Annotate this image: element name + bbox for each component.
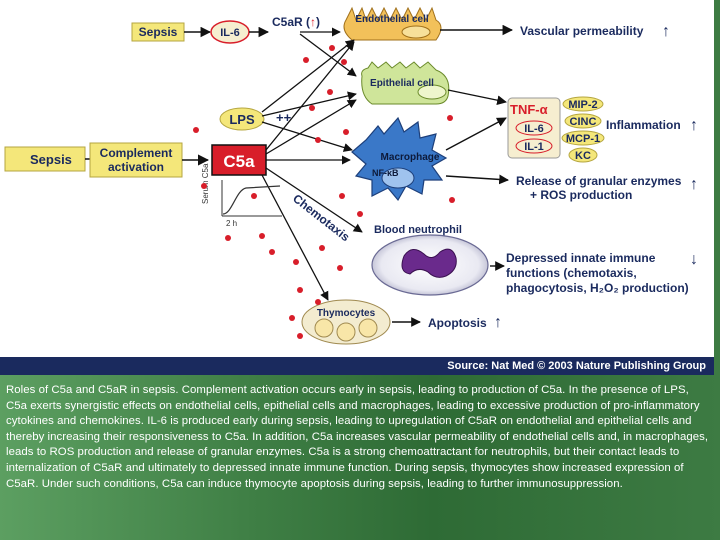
vascular-up-arrow: ↑ xyxy=(662,23,670,40)
il1-oval xyxy=(515,138,553,154)
macrophage-label: Macrophage xyxy=(381,152,440,163)
neutrophil-cell xyxy=(371,234,489,296)
thymocytes-cells: Thymocytes xyxy=(301,299,391,345)
macrophage-to-cytokines-arrow xyxy=(445,117,507,151)
sepsis-diagram: Sepsis IL-6 C5aR (↑) Endothelial cell Va… xyxy=(4,6,698,345)
tnf-label: TNF-α xyxy=(510,102,548,117)
release-line2: + ROS production xyxy=(530,188,632,202)
il6-mid-oval xyxy=(515,120,553,136)
depressed-line3: phagocytosis, H₂O₂ production) xyxy=(506,281,689,295)
c5a-molecules xyxy=(193,45,455,339)
il6-top-label: IL-6 xyxy=(220,27,240,39)
figure-panel: Sepsis IL-6 C5aR (↑) Endothelial cell Va… xyxy=(0,0,714,357)
cinc-oval xyxy=(564,113,602,129)
mcp1-oval xyxy=(561,130,605,146)
c5ar-to-epithelial-arrow xyxy=(299,33,357,77)
c5a-to-endothelial-arrow xyxy=(265,41,355,151)
kc-oval xyxy=(568,147,598,163)
inflammation-up-arrow: ↑ xyxy=(690,117,698,134)
plus-plus-label: ++ xyxy=(276,110,292,125)
complement-line2: activation xyxy=(108,160,164,174)
epithelial-cell-label: Epithelial cell xyxy=(370,78,434,89)
thymocytes-label: Thymocytes xyxy=(317,308,376,319)
epithelial-cell: Epithelial cell xyxy=(361,61,450,105)
apoptosis-up-arrow: ↑ xyxy=(494,314,502,331)
endothelial-cell: Endothelial cell xyxy=(343,6,442,41)
release-line1: Release of granular enzymes xyxy=(516,174,682,188)
figure-caption: Roles of C5a and C5aR in sepsis. Complem… xyxy=(6,384,709,490)
depressed-line1: Depressed innate immune xyxy=(506,251,656,265)
lps-oval xyxy=(219,107,265,131)
release-up-arrow: ↑ xyxy=(690,176,698,193)
epithelial-to-cytokines-arrow xyxy=(447,89,507,106)
kc-label: KC xyxy=(575,150,591,162)
mcp1-label: MCP-1 xyxy=(566,133,600,145)
cytokine-cluster: TNF-α IL-6 IL-1 MIP-2 CINC MCP-1 KC xyxy=(507,96,605,163)
macrophage-cell: Macrophage NF-κB xyxy=(351,116,448,202)
c5a-label: C5a xyxy=(223,152,255,171)
vascular-permeability-label: Vascular permeability xyxy=(520,24,644,38)
endothelial-cell-label: Endothelial cell xyxy=(355,14,429,25)
lps-to-epithelial-arrow xyxy=(261,91,357,117)
sepsis-left-box xyxy=(4,146,86,172)
apoptosis-label: Apoptosis xyxy=(428,316,487,330)
source-credit: Source: Nat Med © 2003 Nature Publishing… xyxy=(0,357,714,375)
il6-mid-label: IL-6 xyxy=(524,123,544,135)
c5a-to-epithelial-arrow xyxy=(265,99,357,155)
chemotaxis-label: Chemotaxis xyxy=(290,191,352,244)
cinc-label: CINC xyxy=(570,116,597,128)
mip2-label: MIP-2 xyxy=(568,99,597,111)
macrophage-to-release-arrow xyxy=(445,174,509,185)
c5a-to-thymocytes-arrow xyxy=(261,174,329,301)
nfkb-label: NF-κB xyxy=(372,168,399,178)
inflammation-label: Inflammation xyxy=(606,118,681,132)
lps-to-macrophage-arrow xyxy=(261,121,353,152)
depressed-down-arrow: ↓ xyxy=(690,251,698,268)
il1-label: IL-1 xyxy=(524,141,544,153)
c5ar-label: C5aR (↑) xyxy=(272,15,320,29)
c5a-to-neutrophil-arrow xyxy=(265,167,363,233)
lps-to-endothelial-arrow xyxy=(261,39,355,113)
mip2-oval xyxy=(562,96,604,112)
blood-neutrophil-label: Blood neutrophil xyxy=(374,224,462,236)
sepsis-left-label: Sepsis xyxy=(30,152,72,167)
lps-label: LPS xyxy=(229,112,255,127)
depressed-line2: functions (chemotaxis, xyxy=(506,266,637,280)
complement-line1: Complement xyxy=(100,146,173,160)
c5a-box xyxy=(211,144,267,176)
time-axis-label: 2 h xyxy=(226,219,237,228)
sepsis-top-label: Sepsis xyxy=(139,25,178,39)
